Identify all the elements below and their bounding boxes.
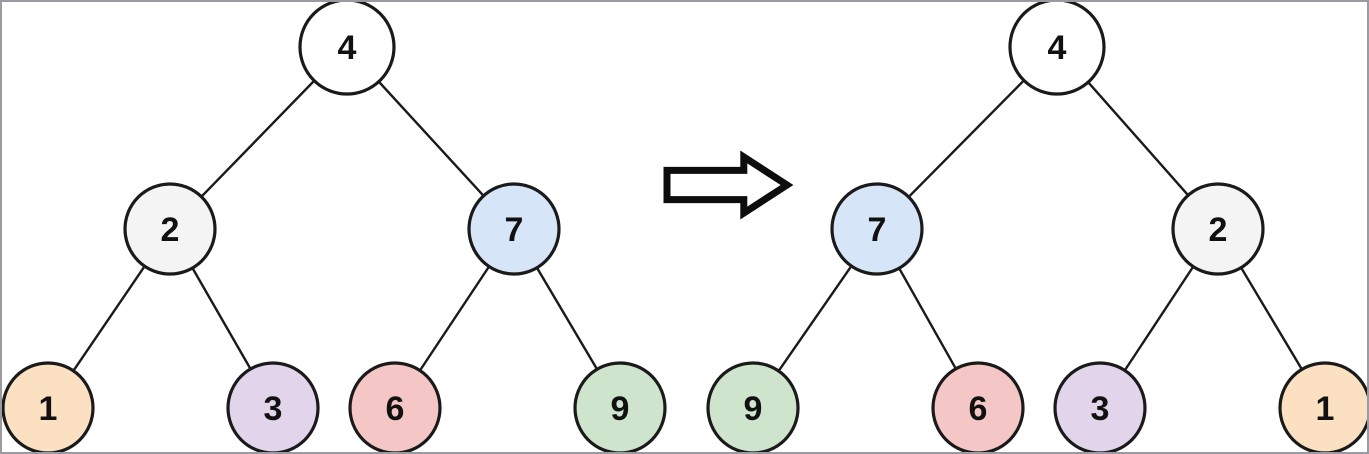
node-label: 4 bbox=[338, 29, 357, 67]
tree-node[interactable]: 9 bbox=[706, 361, 800, 453]
node-circle[interactable] bbox=[931, 361, 1025, 453]
node-label: 1 bbox=[39, 390, 58, 428]
node-circle[interactable] bbox=[573, 361, 667, 453]
tree-node[interactable]: 9 bbox=[573, 361, 667, 453]
node-label: 9 bbox=[744, 390, 763, 428]
transformation-arrow-layer bbox=[663, 150, 794, 220]
tree-edge bbox=[199, 78, 317, 199]
node-circle[interactable] bbox=[706, 361, 800, 453]
node-label: 1 bbox=[1316, 390, 1335, 428]
tree-edge bbox=[535, 265, 599, 372]
tree-edge bbox=[376, 79, 486, 198]
tree-node[interactable]: 3 bbox=[226, 361, 320, 453]
node-circle[interactable] bbox=[348, 361, 442, 453]
right-arrow-icon bbox=[663, 150, 794, 220]
node-label: 7 bbox=[868, 211, 887, 249]
tree-edge bbox=[776, 263, 854, 374]
node-label: 2 bbox=[161, 211, 180, 249]
tree-node[interactable]: 4 bbox=[298, 2, 396, 96]
tree-edge bbox=[418, 264, 491, 373]
tree-node[interactable]: 1 bbox=[2, 361, 95, 453]
node-circle[interactable] bbox=[226, 361, 320, 453]
tree-edge bbox=[190, 265, 253, 372]
node-circle[interactable] bbox=[298, 2, 396, 96]
tree-node[interactable]: 7 bbox=[467, 182, 561, 276]
node-circle[interactable] bbox=[2, 361, 95, 453]
tree-edge bbox=[1123, 264, 1195, 373]
node-circle[interactable] bbox=[1278, 361, 1369, 453]
node-label: 3 bbox=[264, 390, 283, 428]
node-label: 7 bbox=[505, 211, 524, 249]
node-circle[interactable] bbox=[467, 182, 561, 276]
tree-edge bbox=[1239, 265, 1304, 372]
tree-node[interactable]: 6 bbox=[348, 361, 442, 453]
node-label: 6 bbox=[386, 390, 405, 428]
tree-node[interactable]: 1 bbox=[1278, 361, 1369, 453]
tree-node[interactable]: 2 bbox=[123, 182, 217, 276]
node-label: 6 bbox=[969, 390, 988, 428]
tree-edges-layer bbox=[71, 78, 1304, 374]
node-circle[interactable] bbox=[123, 182, 217, 276]
tree-node[interactable]: 7 bbox=[830, 182, 924, 276]
tree-edge bbox=[1086, 80, 1191, 198]
tree-node[interactable]: 6 bbox=[931, 361, 1025, 453]
tree-node[interactable]: 3 bbox=[1053, 361, 1147, 453]
tree-node[interactable]: 2 bbox=[1171, 182, 1265, 276]
tree-edge bbox=[906, 78, 1026, 199]
tree-edge bbox=[71, 264, 147, 373]
node-label: 2 bbox=[1209, 211, 1228, 249]
tree-node[interactable]: 4 bbox=[1008, 2, 1106, 96]
node-circle[interactable] bbox=[1171, 182, 1265, 276]
node-label: 3 bbox=[1091, 390, 1110, 428]
node-circle[interactable] bbox=[1008, 2, 1106, 96]
tree-edge bbox=[897, 266, 958, 371]
node-label: 9 bbox=[611, 390, 630, 428]
node-label: 4 bbox=[1048, 29, 1067, 67]
node-circle[interactable] bbox=[1053, 361, 1147, 453]
node-circle[interactable] bbox=[830, 182, 924, 276]
